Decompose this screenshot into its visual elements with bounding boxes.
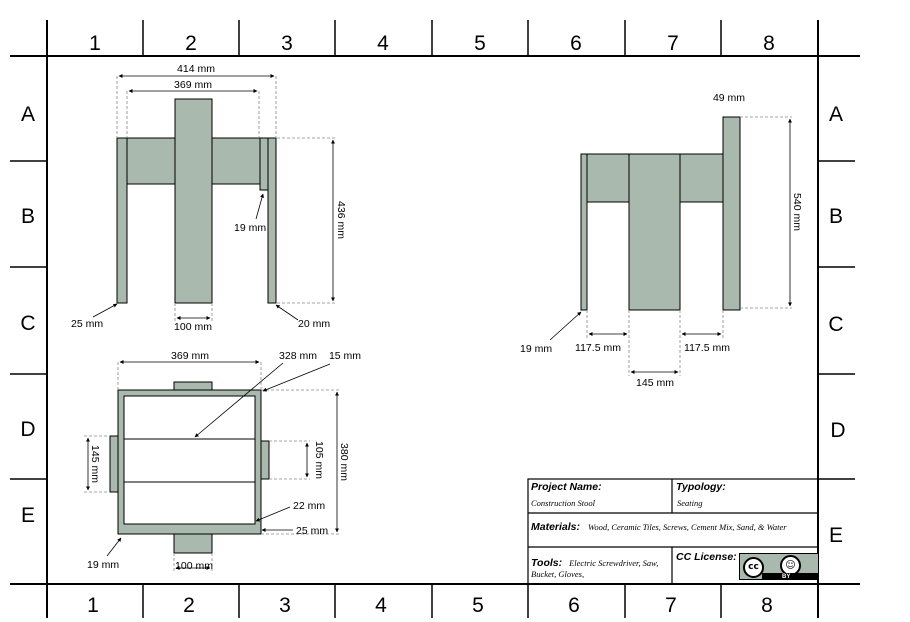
- cc-by-license-badge[interactable]: cc ☺ BY: [739, 553, 819, 580]
- cc-icon: cc: [743, 557, 764, 578]
- front-view: 414 mm 369 mm 436 mm 19 mm 25 mm 100 mm …: [71, 63, 347, 333]
- typology-value: Seating: [677, 498, 703, 508]
- dim-right-tab: 105 mm: [313, 441, 325, 479]
- row-ticks: [10, 160, 855, 480]
- tools-row: Tools: Electric Screwdriver, Saw,: [531, 553, 658, 571]
- dim-height: 436 mm: [335, 201, 347, 239]
- dim-top-depth: 380 mm: [338, 443, 350, 481]
- col-label: 8: [761, 594, 773, 617]
- col-label: 7: [665, 594, 677, 617]
- row-label: A: [21, 103, 35, 126]
- materials-value: Wood, Ceramic Tiles, Screws, Cement Mix,…: [588, 522, 787, 532]
- col-label: 8: [763, 32, 775, 55]
- by-label: BY: [782, 574, 791, 580]
- col-label: 2: [183, 594, 195, 617]
- by-strip: [762, 573, 818, 579]
- column-labels-top: 1 2 3 4 5 6 7 8: [89, 32, 775, 55]
- top-view: 369 mm 328 mm 15 mm 145 mm 105 mm 380 mm…: [84, 350, 361, 572]
- dim-bottom-left: 19 mm: [87, 559, 119, 571]
- row-labels-right: A B C D E: [828, 103, 845, 547]
- dim-center-post: 100 mm: [174, 321, 212, 333]
- dim-side-height: 540 mm: [791, 193, 803, 231]
- title-block-frame: [527, 478, 819, 585]
- row-label: D: [830, 419, 845, 442]
- col-label: 3: [281, 32, 293, 55]
- row-label: D: [20, 418, 35, 441]
- license-label: CC License:: [676, 551, 737, 563]
- dim-overall-width: 414 mm: [177, 63, 215, 75]
- row-label: E: [829, 524, 843, 547]
- dim-gap-right: 117.5 mm: [684, 342, 730, 354]
- col-label: 2: [185, 32, 197, 55]
- dim-top-width: 369 mm: [171, 350, 209, 362]
- col-label: 4: [375, 594, 387, 617]
- col-label: 3: [279, 594, 291, 617]
- col-label: 7: [667, 32, 679, 55]
- dim-bottom-right: 25 mm: [296, 525, 328, 537]
- row-label: A: [829, 103, 843, 126]
- row-label: C: [828, 313, 843, 336]
- dim-bottom-tab: 100 mm: [175, 560, 213, 572]
- col-label: 4: [377, 32, 389, 55]
- col-label: 1: [89, 32, 101, 55]
- dim-left-tab: 145 mm: [89, 445, 101, 483]
- project-name-label: Project Name:: [531, 481, 602, 493]
- col-label: 1: [87, 594, 99, 617]
- tools-value-2: Bucket, Gloves,: [531, 569, 585, 579]
- materials-label: Materials:: [531, 521, 581, 533]
- column-labels-bottom: 1 2 3 4 5 6 7 8: [87, 594, 773, 617]
- materials-row: Materials: Wood, Ceramic Tiles, Screws, …: [531, 517, 787, 535]
- side-view: 49 mm 540 mm 19 mm 117.5 mm 117.5 mm 145…: [520, 92, 803, 389]
- dim-top-inner: 328 mm: [279, 350, 317, 362]
- col-label: 6: [570, 32, 582, 55]
- row-label: B: [829, 205, 843, 228]
- dim-gap-left: 117.5 mm: [575, 342, 621, 354]
- dim-seat-depth: 19 mm: [234, 222, 266, 234]
- typology-label: Typology:: [676, 481, 726, 493]
- dim-seat-width: 369 mm: [174, 79, 212, 91]
- dim-leg-left: 25 mm: [71, 318, 103, 330]
- dim-side-center-post: 145 mm: [636, 377, 674, 389]
- dim-leg-right: 20 mm: [298, 318, 330, 330]
- column-ticks: [142, 20, 722, 618]
- col-label: 5: [474, 32, 486, 55]
- dim-back-thickness: 49 mm: [713, 92, 745, 104]
- row-label: C: [20, 312, 35, 335]
- project-name-value: Construction Stool: [531, 498, 595, 508]
- dim-slat: 22 mm: [293, 500, 325, 512]
- row-label: B: [21, 205, 35, 228]
- row-label: E: [21, 504, 35, 527]
- col-label: 6: [568, 594, 580, 617]
- dim-top-edge: 15 mm: [329, 350, 361, 362]
- tools-value-1: Electric Screwdriver, Saw,: [569, 558, 659, 568]
- col-label: 5: [472, 594, 484, 617]
- row-labels-left: A B C D E: [20, 103, 35, 527]
- tools-label: Tools:: [531, 557, 563, 569]
- dim-side-leg: 19 mm: [520, 343, 552, 355]
